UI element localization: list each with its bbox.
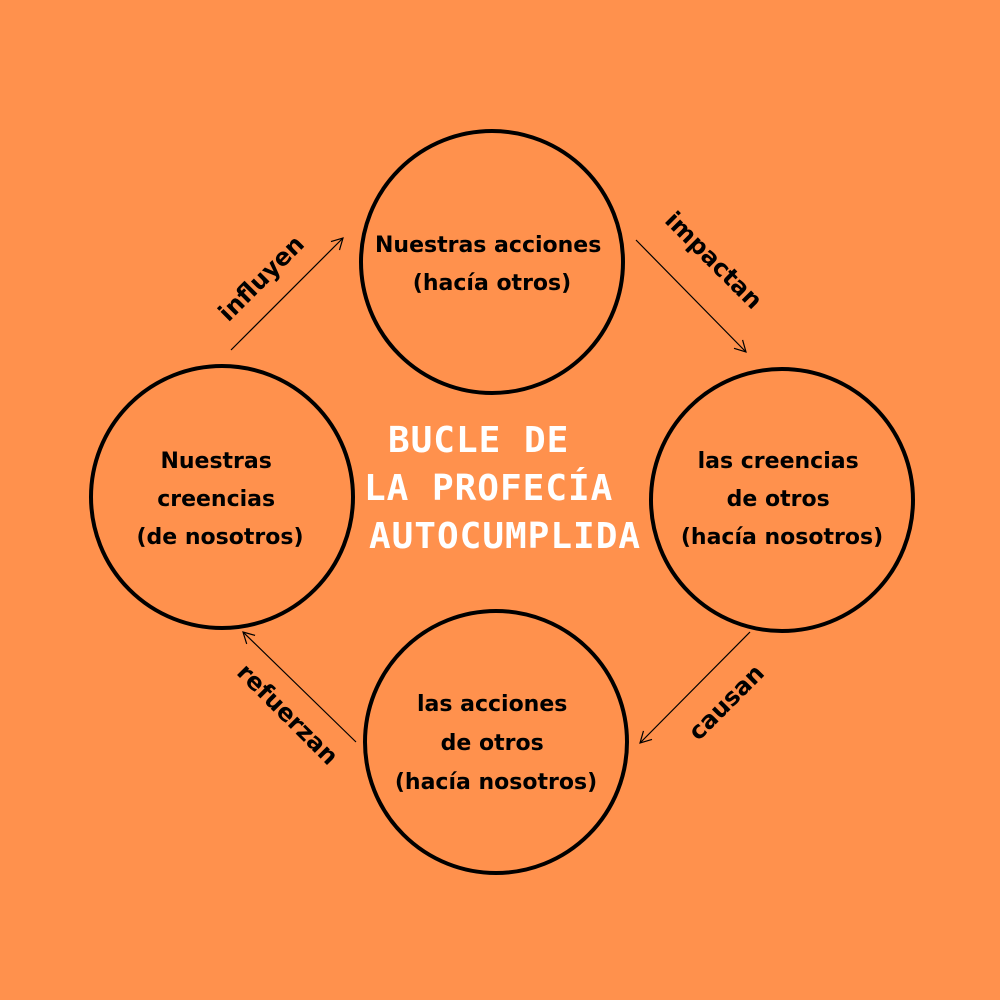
edge-label-causan: causan xyxy=(683,659,770,746)
diagram-title-line: AUTOCUMPLIDA xyxy=(369,516,641,557)
node-left-line: creencias xyxy=(157,487,275,512)
node-right-text: las creencias de otros (hacía nosotros) xyxy=(681,449,883,550)
edge-label-impactan: impactan xyxy=(659,206,768,315)
arrow-top-to-right xyxy=(635,239,747,353)
arrow-left-to-top xyxy=(230,237,344,351)
node-bottom-line: (hacía nosotros) xyxy=(395,770,597,795)
arrow-bottom-to-left xyxy=(242,631,357,743)
node-bottom-circle xyxy=(363,609,629,875)
node-right-circle xyxy=(649,367,915,633)
node-left-text: Nuestras creencias (de nosotros) xyxy=(137,449,304,550)
node-right-line: de otros xyxy=(727,487,830,512)
node-top-line: Nuestras acciones xyxy=(375,233,601,258)
diagram-title-line: LA PROFECÍA xyxy=(364,467,613,509)
node-top-text: Nuestras acciones (hacía otros) xyxy=(375,233,609,296)
node-bottom-text: las acciones de otros (hacía nosotros) xyxy=(395,692,597,795)
node-top-line: (hacía otros) xyxy=(413,271,571,296)
arrow-right-to-bottom xyxy=(639,631,751,744)
node-top-circle xyxy=(359,129,625,395)
node-left-line: Nuestras xyxy=(160,449,271,474)
diagram-title: BUCLE DE LA PROFECÍA AUTOCUMPLIDA xyxy=(364,420,641,557)
node-bottom-line: las acciones xyxy=(417,692,567,717)
node-right-line: las creencias xyxy=(698,449,859,474)
node-left-circle xyxy=(89,364,355,630)
node-right-line: (hacía nosotros) xyxy=(681,525,883,550)
edge-label-influyen: influyen xyxy=(213,230,310,327)
node-left-line: (de nosotros) xyxy=(137,525,304,550)
node-bottom-line: de otros xyxy=(441,731,544,756)
diagram-title-line: BUCLE DE xyxy=(388,420,569,461)
